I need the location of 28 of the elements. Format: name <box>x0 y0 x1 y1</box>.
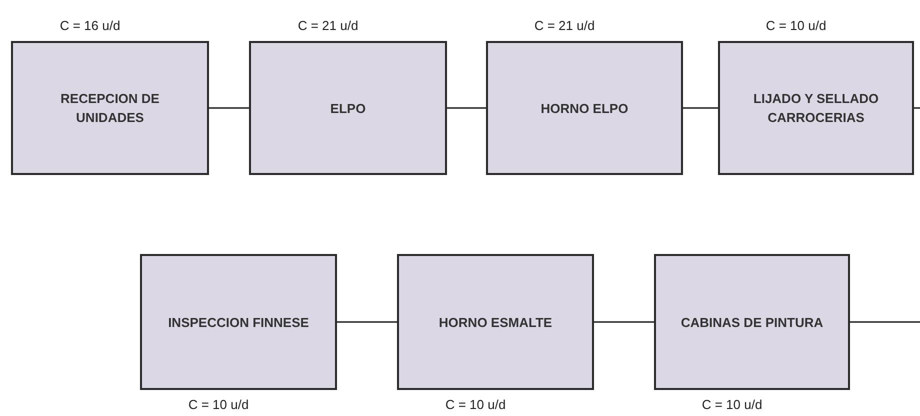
process-label: INSPECCION FINNESE <box>168 314 309 332</box>
connector-line <box>914 107 920 109</box>
process-label: HORNO ELPO <box>540 100 628 118</box>
process-box <box>140 254 337 390</box>
process-box <box>397 254 594 390</box>
process-box <box>11 41 209 175</box>
connector-line <box>209 107 249 109</box>
process-label: LIJADO Y SELLADO CARROCERIAS <box>752 90 880 127</box>
capacity-label: C = 10 u/d <box>766 17 826 35</box>
connector-line <box>447 107 486 109</box>
connector-line <box>594 321 654 323</box>
capacity-label: C = 10 u/d <box>445 396 506 414</box>
capacity-label: C = 10 u/d <box>188 396 249 414</box>
process-box <box>654 254 850 390</box>
process-box <box>486 41 683 175</box>
capacity-label: C = 10 u/d <box>702 396 762 414</box>
capacity-label: C = 16 u/d <box>60 17 120 35</box>
connector-line <box>850 321 920 323</box>
capacity-label: C = 21 u/d <box>534 17 595 35</box>
process-box <box>249 41 447 175</box>
process-label: ELPO <box>330 100 366 118</box>
connector-line <box>337 321 397 323</box>
process-label: HORNO ESMALTE <box>438 314 552 332</box>
process-label: CABINAS DE PINTURA <box>680 314 824 332</box>
capacity-label: C = 21 u/d <box>298 17 358 35</box>
process-label: RECEPCION DE UNIDADES <box>60 90 160 127</box>
process-box <box>718 41 914 175</box>
connector-line <box>683 107 718 109</box>
